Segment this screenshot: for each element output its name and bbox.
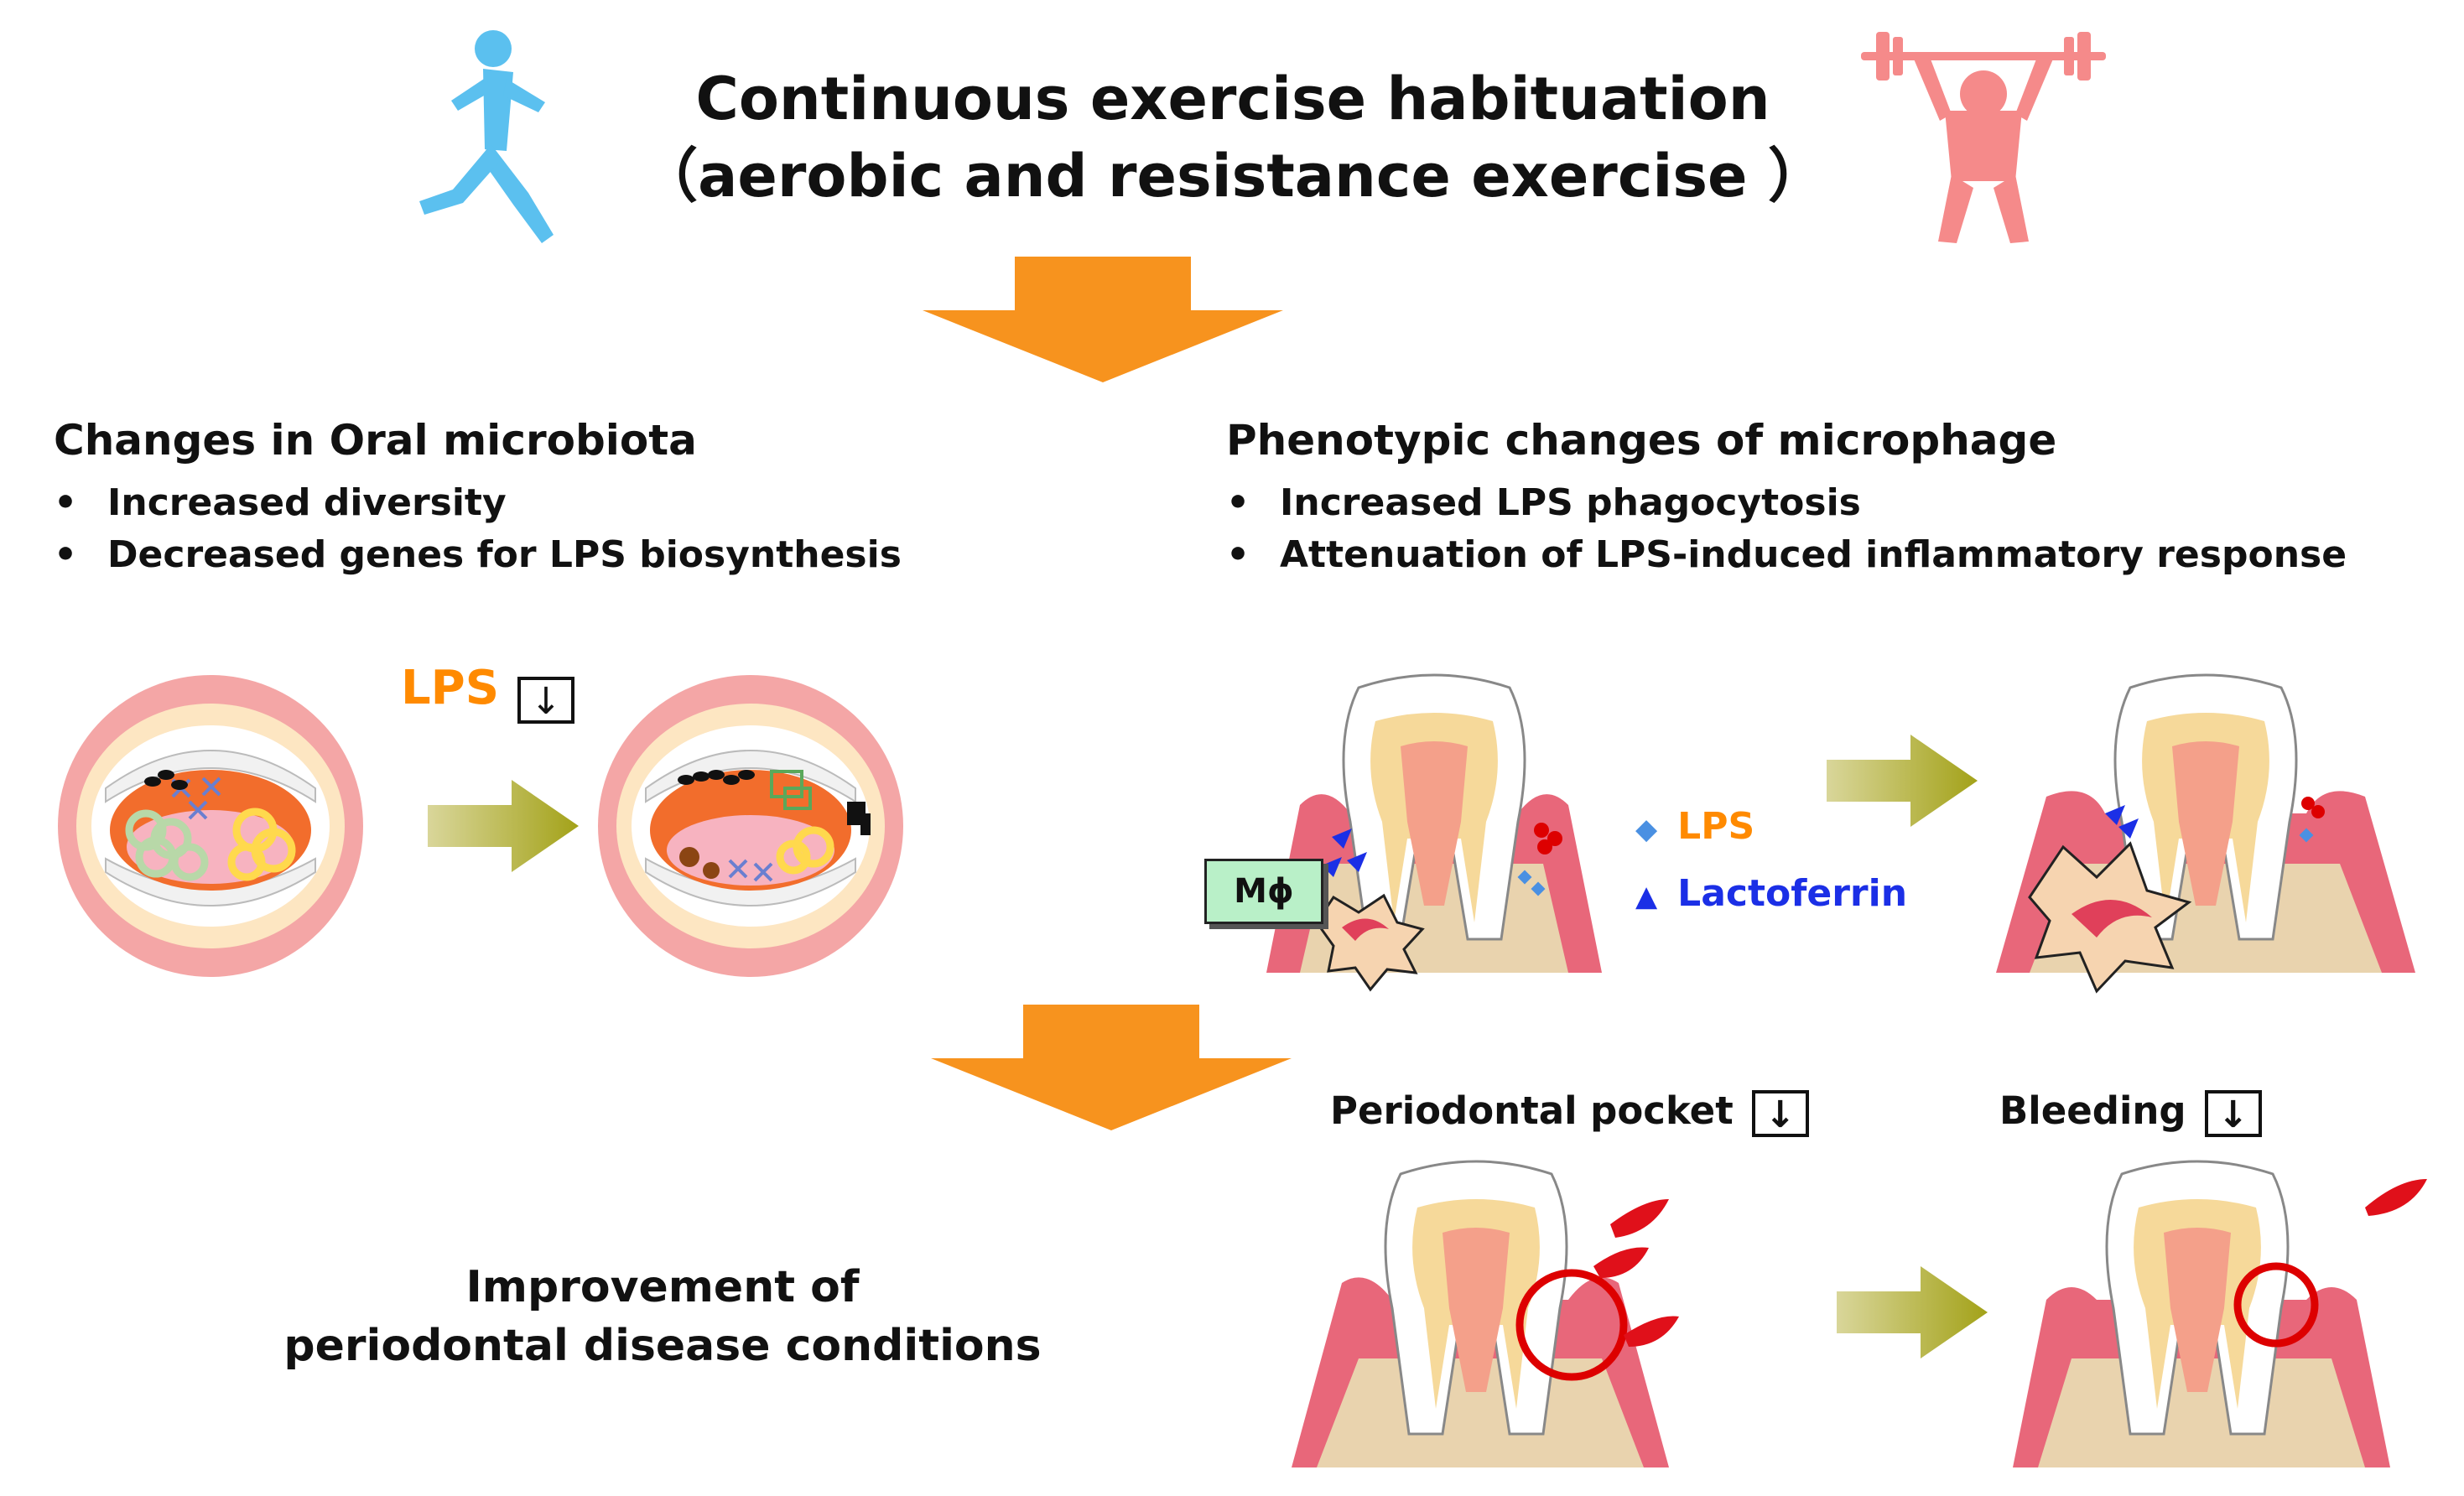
tooth-icon xyxy=(2013,1160,2427,1467)
macrophage-label: Mϕ xyxy=(1204,859,1323,924)
blood-drop-icon xyxy=(1593,1199,1679,1347)
macrophage-icon xyxy=(1315,893,1425,992)
weightlifter-icon xyxy=(1861,32,2106,243)
tooth-icon xyxy=(1266,673,1602,992)
bullet-item: •Decreased genes for LPS biosynthesis xyxy=(54,533,902,576)
outcome-line-1: Improvement of xyxy=(465,1262,860,1312)
down-arrow-icon xyxy=(931,1005,1292,1130)
title-line-2: （aerobic and resistance exercise ） xyxy=(639,142,1827,210)
oral-microbiota-heading: Changes in Oral microbiota xyxy=(54,416,697,465)
bullet-item: •Attenuation of LPS-induced inflammatory… xyxy=(1226,533,2347,576)
lps-decrease-label: LPS↓ xyxy=(401,661,575,724)
right-arrow-icon xyxy=(1837,1266,1988,1358)
legend-lactoferrin: ▲Lactoferrin xyxy=(1635,872,1908,915)
right-arrow-icon xyxy=(428,780,579,872)
bleeding-label: Bleeding↓ xyxy=(1999,1088,2262,1137)
bullet-item: •Increased LPS phagocytosis xyxy=(1226,481,1861,524)
blood-drop-icon xyxy=(2365,1179,2427,1216)
title-line-1: Continuous exercise habituation xyxy=(695,65,1770,133)
legend-lps: ◆LPS xyxy=(1635,805,1755,848)
macrophage-icon xyxy=(2028,841,2192,994)
runner-icon xyxy=(419,30,554,243)
bullet-item: •Increased diversity xyxy=(54,481,507,524)
down-arrow-icon xyxy=(923,257,1283,382)
macrophage-heading: Phenotypic changes of microphage xyxy=(1226,416,2057,465)
right-arrow-icon xyxy=(1827,735,1978,827)
outcome-text: Improvement of periodontal disease condi… xyxy=(252,1258,1073,1375)
tooth-icon xyxy=(1292,1160,1679,1467)
mouth-icon xyxy=(58,675,363,977)
outcome-line-2: periodontal disease conditions xyxy=(283,1321,1042,1371)
tooth-icon xyxy=(1996,673,2415,994)
periodontal-pocket-label: Periodontal pocket↓ xyxy=(1330,1088,1809,1137)
mouth-icon xyxy=(598,675,903,977)
